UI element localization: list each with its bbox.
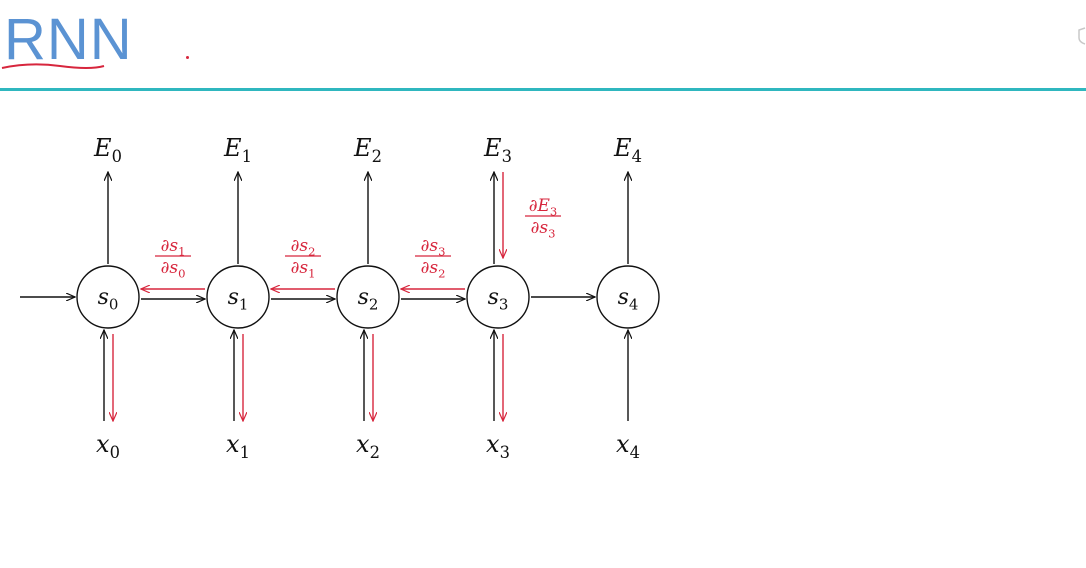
state-label-0: s0 <box>98 285 119 314</box>
state-node-3 <box>466 265 530 329</box>
gradient-3-2-numerator: ∂s3 <box>421 236 446 258</box>
gradient-3-2-denominator: ∂s2 <box>421 258 446 280</box>
title-divider <box>0 88 1086 91</box>
state-label-3: s3 <box>488 285 509 314</box>
state-node-0 <box>76 265 140 329</box>
output-label-1: E1 <box>223 134 252 166</box>
state-node-2 <box>336 265 400 329</box>
output-label-4: E4 <box>613 134 642 166</box>
output-gradient-3-numerator: ∂E3 <box>529 196 558 218</box>
output-label-3: E3 <box>483 134 512 166</box>
output-label-2: E2 <box>353 134 382 166</box>
output-label-0: E0 <box>93 134 122 166</box>
accent-dot <box>186 56 189 59</box>
output-gradient-3-denominator: ∂s3 <box>531 218 556 240</box>
shield-icon <box>1077 26 1086 46</box>
gradient-1-0-denominator: ∂s0 <box>161 258 186 280</box>
gradient-1-0-numerator: ∂s1 <box>161 236 186 258</box>
state-label-1: s1 <box>228 285 249 314</box>
input-label-4: x4 <box>616 430 640 462</box>
state-node-1 <box>206 265 270 329</box>
slide-title: RNN <box>4 7 133 72</box>
input-label-2: x2 <box>356 430 380 462</box>
input-label-3: x3 <box>486 430 510 462</box>
state-label-4: s4 <box>618 285 639 314</box>
input-label-1: x1 <box>226 430 250 462</box>
gradient-2-1-denominator: ∂s1 <box>291 258 316 280</box>
state-label-2: s2 <box>358 285 379 314</box>
state-node-4 <box>596 265 660 329</box>
input-label-0: x0 <box>96 430 120 462</box>
title-underline <box>1 63 105 69</box>
gradient-2-1-numerator: ∂s2 <box>291 236 316 258</box>
